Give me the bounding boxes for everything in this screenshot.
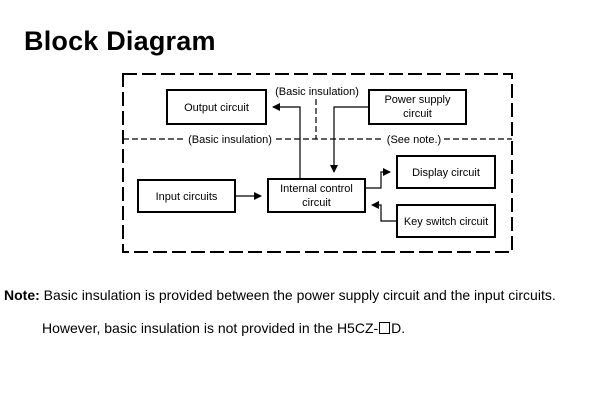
- model-placeholder-box-icon: [379, 322, 391, 334]
- basic-insulation-label-mid: (Basic insulation): [188, 134, 272, 146]
- display-circuit-block: [396, 155, 496, 189]
- note-text-1: Basic insulation is provided between the…: [39, 287, 556, 303]
- arrow-control-to-output: [272, 103, 301, 179]
- power-supply-block: [368, 89, 467, 125]
- internal-control-label-line1: Internal control: [280, 183, 353, 195]
- basic-insulation-label-top: (Basic insulation): [275, 86, 359, 98]
- arrow-keyswitch-to-control: [371, 201, 397, 222]
- internal-control-label-line2: circuit: [302, 197, 331, 209]
- power-supply-label-line2: circuit: [403, 108, 432, 120]
- note-label: Note:: [4, 287, 40, 303]
- key-switch-label: Key switch circuit: [404, 216, 488, 228]
- outer-enclosure: [122, 73, 513, 253]
- arrow-control-to-display: [365, 168, 391, 189]
- see-note-label: (See note.): [387, 134, 441, 146]
- display-circuit-label: Display circuit: [412, 167, 480, 179]
- input-circuits-block: [137, 179, 236, 213]
- note-line-2: However, basic insulation is not provide…: [42, 320, 405, 336]
- arrow-power-to-control: [330, 106, 369, 173]
- note-line-1: Note: Basic insulation is provided betwe…: [4, 287, 556, 303]
- output-circuit-block: [166, 89, 267, 125]
- key-switch-block: [396, 204, 496, 238]
- internal-control-block: [267, 178, 366, 213]
- power-supply-label-line1: Power supply: [384, 94, 451, 106]
- input-circuits-label: Input circuits: [156, 191, 218, 203]
- page-title: Block Diagram: [24, 26, 216, 56]
- output-circuit-label: Output circuit: [184, 102, 249, 114]
- note-text-2-prefix: However, basic insulation is not provide…: [42, 320, 379, 336]
- note-text-2-suffix: D.: [391, 320, 406, 336]
